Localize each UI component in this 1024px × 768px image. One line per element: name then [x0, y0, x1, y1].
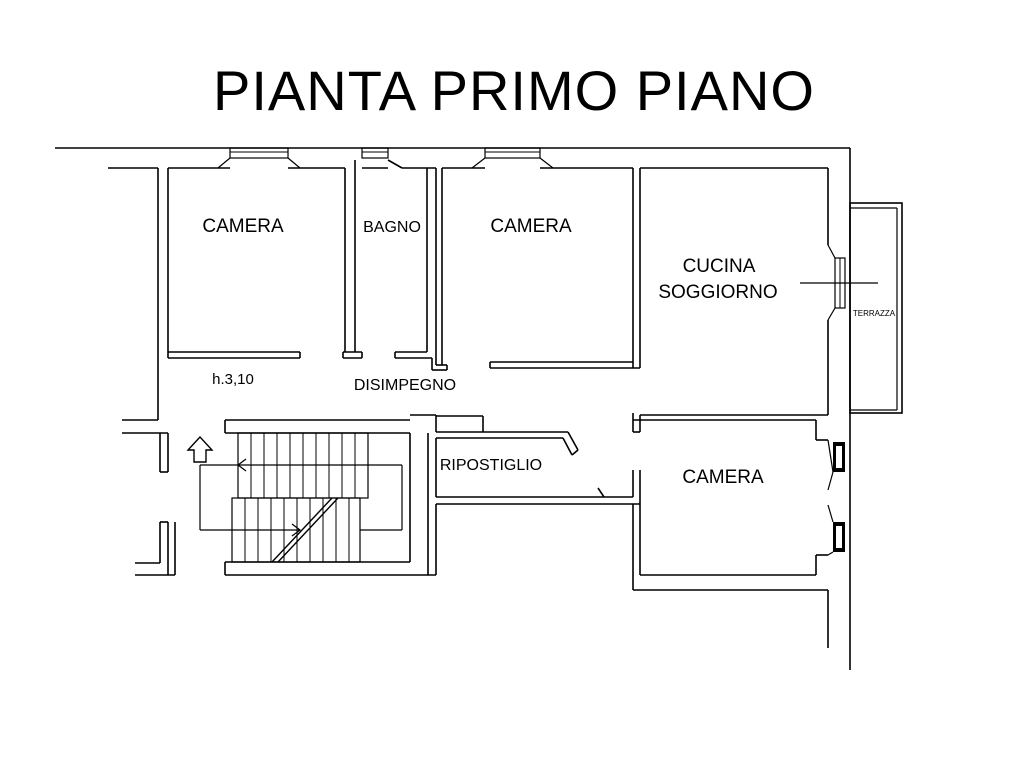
- up-arrow-icon: [186, 435, 214, 463]
- room-label-ripostiglio: RIPOSTIGLIO: [440, 457, 542, 474]
- windows: [217, 147, 878, 556]
- page-title: PIANTA PRIMO PIANO: [213, 59, 815, 122]
- room-label-camera-1: CAMERA: [202, 216, 284, 237]
- walls: [55, 147, 903, 670]
- room-label-camera-3: CAMERA: [682, 467, 764, 488]
- room-label-disimpegno: DISIMPEGNO: [354, 377, 456, 394]
- room-label-camera-2: CAMERA: [490, 216, 572, 237]
- room-label-bagno: BAGNO: [363, 219, 421, 236]
- room-label-soggiorno: SOGGIORNO: [658, 282, 777, 303]
- room-label-terrazza: TERRAZZA: [853, 309, 896, 318]
- staircase: [186, 432, 403, 563]
- room-label-cucina: CUCINA: [683, 256, 756, 277]
- ceiling-height-label: h.3,10: [212, 371, 254, 388]
